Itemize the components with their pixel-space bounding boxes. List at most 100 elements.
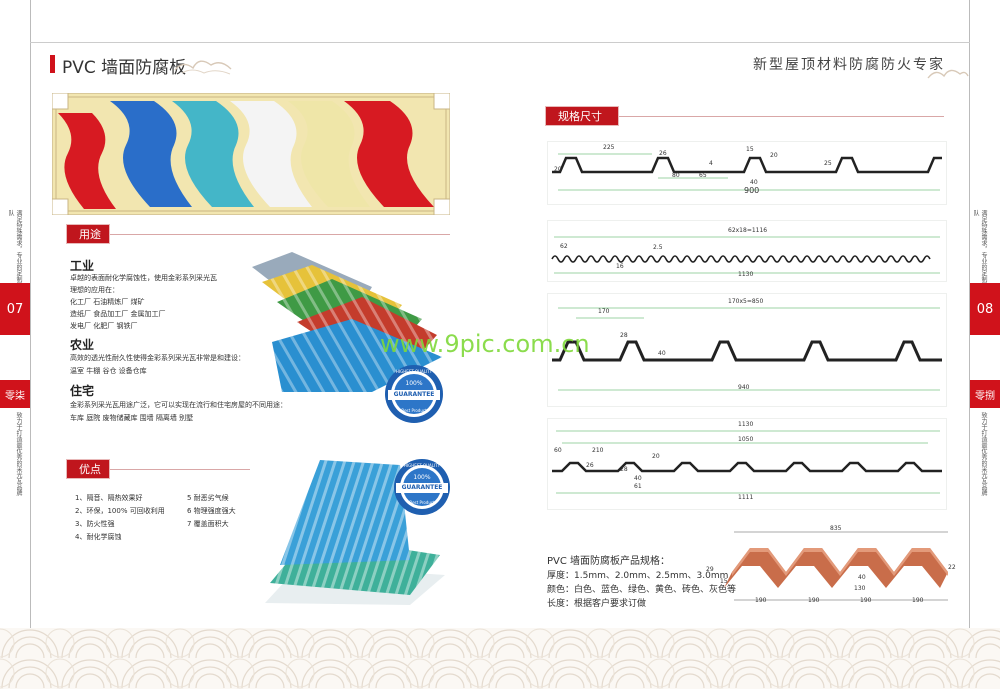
right-margin-line (969, 0, 970, 630)
page-title: PVC 墙面防腐板 (62, 58, 187, 78)
d2-dim-16: 16 (616, 263, 624, 270)
cloud-ornament-left (174, 60, 232, 75)
badge-1-bottom: Best Product (401, 408, 427, 413)
right-page-tab: 零捌 (970, 380, 1000, 408)
agri-line-1: 高效的透光性耐久性使得金彩系列采光瓦非常是和建设： (70, 354, 245, 362)
spec-tag: 规格尺寸 (545, 106, 619, 126)
d1-dim-4: 4 (709, 160, 713, 167)
d5-dim-190c: 190 (860, 597, 872, 604)
cloud-ornament-right (927, 69, 969, 79)
industry-line-5: 发电厂 化肥厂 钢铁厂 (70, 322, 138, 330)
left-margin-line (30, 0, 31, 630)
advantage-2: 2、环保，100% 可回收利用 (75, 507, 165, 515)
industry-title: 工业 (70, 259, 95, 273)
profile-diagram-2: 62x18=1116 62 2.5 16 1130 (547, 220, 947, 282)
d5-dim-29: 29 (706, 566, 714, 573)
d4-dim-210: 210 (592, 447, 604, 454)
advantage-3: 3、防火性强 (75, 520, 115, 528)
d4-dim-60: 60 (554, 447, 562, 454)
d5-dim-190d: 190 (912, 597, 924, 604)
profile-3d-sheet (724, 531, 948, 601)
badge-2-top: HIGHEST QUALITY (403, 463, 441, 468)
agri-title: 农业 (70, 338, 95, 352)
spec-length: 长度：根据客户要求订做 (547, 599, 647, 609)
badge-1-pct: 100% (405, 380, 423, 387)
badge-1-top: HIGHEST QUALITY (395, 369, 433, 374)
left-page-tab: 零柒 (0, 380, 30, 408)
right-vertical-text-top: 满足特殊需求，专业的定制团队 (972, 210, 987, 288)
advantage-5: 5 耐恶劣气候 (187, 494, 229, 502)
blue-green-sheets-image (265, 460, 445, 605)
home-line-1: 金彩系列采光瓦用途广泛，它可以实现在流行和住宅房屋的不同用途： (70, 401, 287, 409)
left-vertical-text-bottom: 致力于打造最优秀的采光瓦品牌 (15, 412, 22, 496)
d3-dim-170: 170 (598, 308, 610, 315)
badge-2-pct: 100% (413, 474, 431, 481)
usage-tag-line (110, 234, 450, 235)
industry-line-2: 理想的应用在： (70, 286, 119, 294)
footer-wave-pattern (0, 628, 1000, 689)
d1-dim-80: 80 (672, 172, 680, 179)
d5-dim-15: 15 (720, 578, 728, 585)
watermark: www.9pic.com.cn (380, 330, 590, 358)
advantage-6: 6 物理强度强大 (187, 507, 236, 515)
guarantee-badge-2 (394, 459, 450, 515)
profile-diagram-4: 1130 1050 210 20 26 28 40 61 60 1111 (547, 418, 947, 510)
badge-2-main: GUARANTEE (401, 484, 443, 491)
d5-dim-40: 40 (858, 574, 866, 581)
d1-dim-225: 225 (603, 144, 615, 151)
d5-dim-190b: 190 (808, 597, 820, 604)
d3-total: 940 (738, 384, 750, 391)
d1-dim-15: 15 (746, 146, 754, 153)
d1-dim-25: 25 (824, 160, 832, 167)
d1-dim-40: 40 (750, 179, 758, 186)
d2-total: 1130 (738, 271, 754, 278)
d5-dim-190a: 190 (755, 597, 767, 604)
d4-dim-40: 40 (634, 475, 642, 482)
d5-dim-130: 130 (854, 585, 866, 592)
profile-diagram-1: 225 26 4 15 20 25 20 40 80 65 900 (547, 141, 947, 205)
d2-dim-25: 2.5 (653, 244, 663, 251)
d4-total: 1111 (738, 494, 754, 501)
d2-top: 62x18=1116 (728, 227, 768, 234)
industry-line-4: 造纸厂 食品加工厂 金属加工厂 (70, 310, 166, 318)
spec-colors: 颜色：白色、蓝色、绿色、黄色、砖色、灰色等 (547, 585, 737, 595)
right-page-number: 08 (970, 283, 1000, 335)
spec-tag-line (619, 116, 944, 117)
advantage-tag: 优点 (66, 459, 110, 479)
d4-dim-20: 20 (652, 453, 660, 460)
usage-tag: 用途 (66, 224, 110, 244)
title-accent-bar (50, 55, 55, 73)
home-title: 住宅 (70, 384, 95, 398)
d4-dim-61: 61 (634, 483, 642, 490)
industry-line-1: 卓越的表面耐化学腐蚀性，使用金彩系列采光瓦 (70, 274, 217, 282)
industry-line-3: 化工厂 石油精炼厂 煤矿 (70, 298, 145, 306)
d1-dim-65: 65 (699, 172, 707, 179)
spec-thickness: 厚度：1.5mm、2.0mm、2.5mm、3.0mm (547, 571, 729, 581)
header-divider (30, 42, 970, 43)
d2-dim-62: 62 (560, 243, 568, 250)
left-vertical-text-top: 满足特殊需求，专业的定制团队 (7, 210, 22, 288)
advantage-4: 4、耐化学腐蚀 (75, 533, 122, 541)
slogan: 新型屋顶材料防腐防火专家 (753, 57, 945, 73)
d3-dim-28: 28 (620, 332, 628, 339)
badge-1-main: GUARANTEE (393, 391, 435, 398)
d1-dim-20a: 20 (770, 152, 778, 159)
d5-top: 835 (830, 525, 842, 532)
d4-dim-28: 28 (620, 466, 628, 473)
d5-dim-22: 22 (948, 564, 956, 571)
advantage-7: 7 覆盖面积大 (187, 520, 229, 528)
d3-dim-40: 40 (658, 350, 666, 357)
guarantee-badge-1 (385, 365, 443, 423)
d4-top: 1130 (738, 421, 754, 428)
right-vertical-text-bottom: 致力于打造最优秀的采光瓦品牌 (980, 412, 987, 496)
d4-dim-26: 26 (586, 462, 594, 469)
d1-total: 900 (744, 186, 760, 195)
badge-2-bottom: Best Product (409, 500, 435, 505)
advantage-tag-line (110, 469, 250, 470)
spec-title: PVC 墙面防腐板产品规格： (547, 556, 671, 567)
agri-line-2: 温室 牛棚 谷仓 设备仓库 (70, 367, 147, 375)
left-page-number: 07 (0, 283, 30, 335)
d3-top: 170x5=850 (728, 298, 764, 305)
home-line-2: 车库 庭院 废物储藏库 围墙 隔离墙 别墅 (70, 414, 194, 422)
d1-dim-20b: 20 (554, 166, 562, 173)
